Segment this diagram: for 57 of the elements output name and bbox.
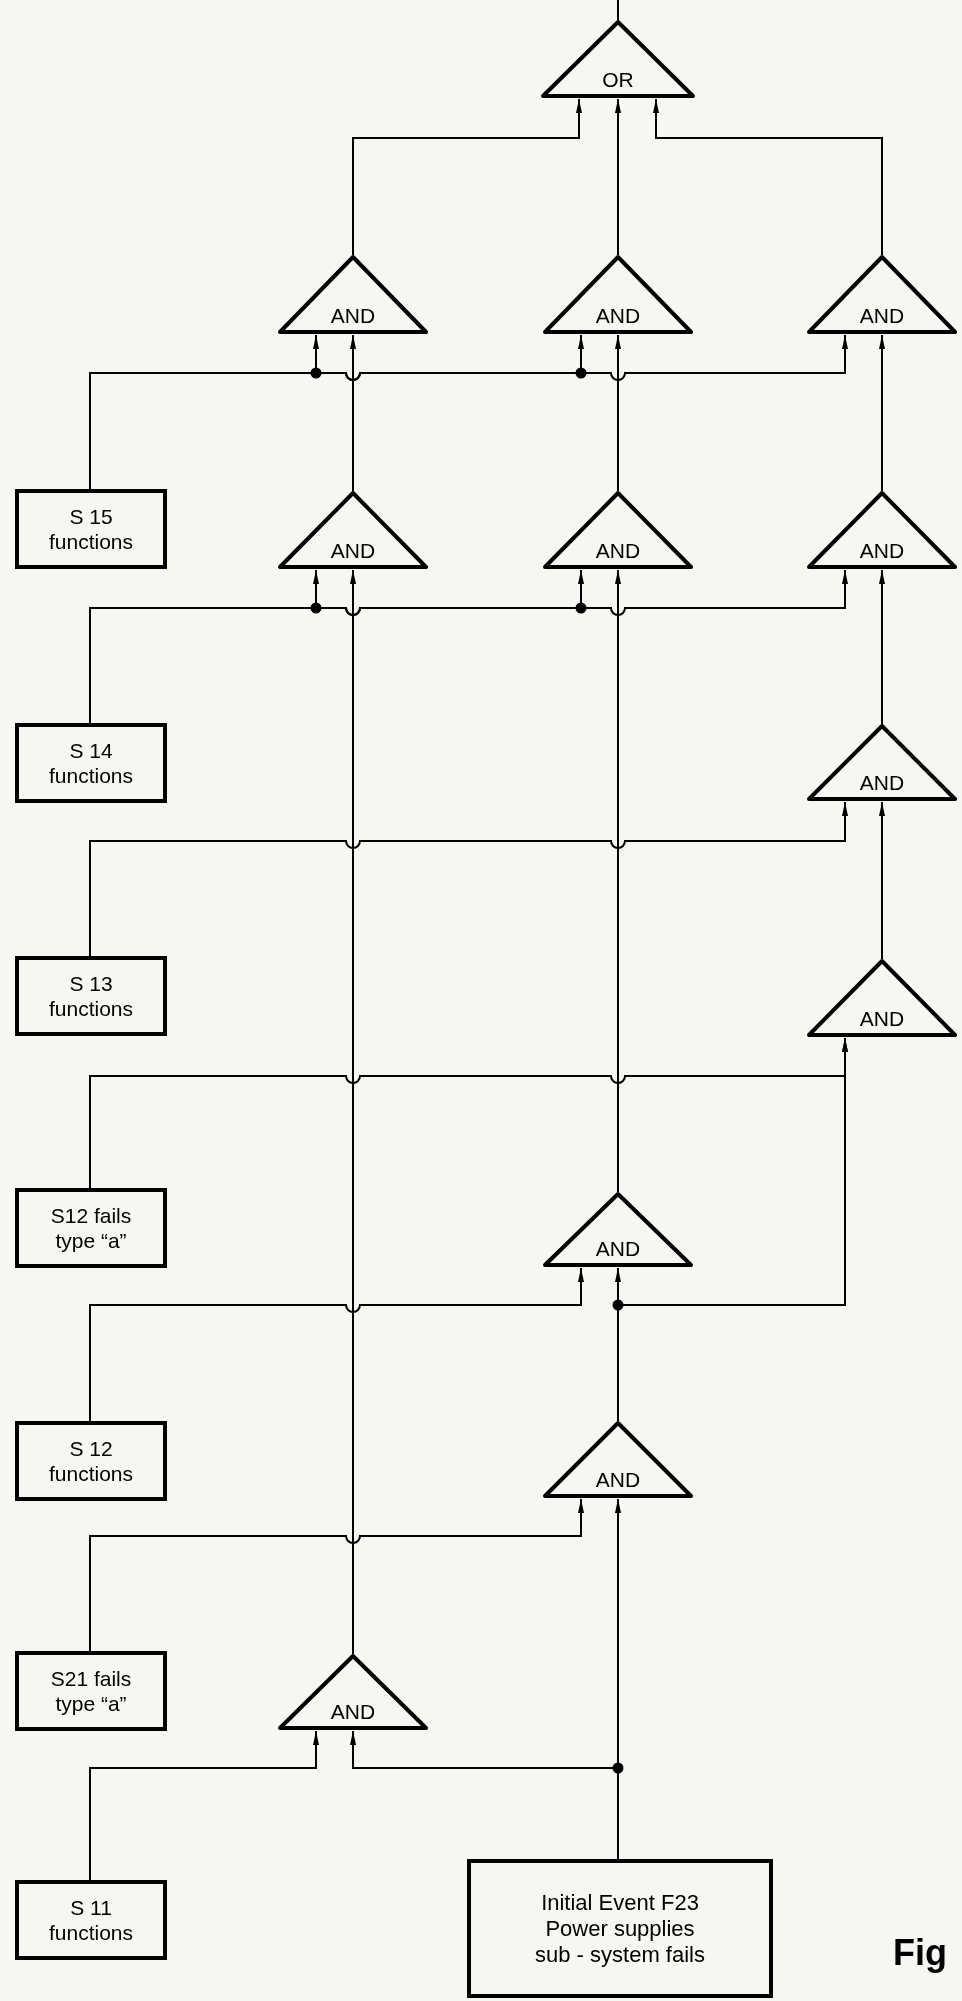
logic-gate [807,724,957,801]
condition-label: S12 fails type “a” [49,1203,133,1253]
condition-box [15,1421,167,1501]
gate-label: OR [601,68,635,92]
gate-label: AND [858,539,906,563]
figure-label: Fig [893,1932,947,1974]
connector-line [350,334,356,492]
logic-gate [543,491,693,569]
event-title: Initial Event F23 [541,1889,699,1916]
connector-line [615,334,621,492]
connector-line [615,98,621,256]
logic-gate [807,491,957,569]
connector-line [615,569,621,1193]
gate-label: AND [858,771,906,795]
gate-label: AND [594,1237,642,1261]
condition-box [15,1880,167,1960]
gate-label: AND [594,304,642,328]
condition-label: S21 fails type “a” [49,1666,133,1716]
logic-gate [807,255,957,334]
logic-gate [543,1192,693,1267]
logic-gate [543,1421,693,1498]
gate-label: AND [329,1700,377,1724]
connector-line [89,1730,319,1881]
connector-line [352,98,582,256]
gate-label: AND [594,1468,642,1492]
event-description: Power supplies sub - system fails [535,1915,705,1968]
logic-gate [278,255,428,334]
condition-box [15,723,167,803]
logic-gate [278,1654,428,1730]
gate-label: AND [858,1007,906,1031]
gate-label: AND [594,539,642,563]
output-line [617,0,619,21]
condition-box [15,1651,167,1731]
connector-line [350,569,356,1655]
logic-gate [807,959,957,1037]
gate-label: AND [858,304,906,328]
condition-box [15,1188,167,1268]
connector-line [89,1498,584,1652]
condition-box [15,489,167,569]
gate-label: AND [329,304,377,328]
condition-label: S 14 functions [47,738,135,788]
logic-gate [541,20,695,98]
condition-label: S 11 functions [47,1895,135,1945]
event-box [467,1859,773,1998]
condition-label: S 15 functions [47,504,135,554]
gate-label: AND [329,539,377,563]
connector-line [879,801,885,960]
connector-line [879,569,885,725]
connector-line [879,334,885,492]
condition-box [15,956,167,1036]
condition-label: S 13 functions [47,971,135,1021]
connector-line [89,801,848,957]
logic-gate [543,255,693,334]
logic-gate [278,491,428,569]
connector-line [653,98,883,256]
condition-label: S 12 functions [47,1436,135,1486]
connector-line [89,1267,584,1422]
